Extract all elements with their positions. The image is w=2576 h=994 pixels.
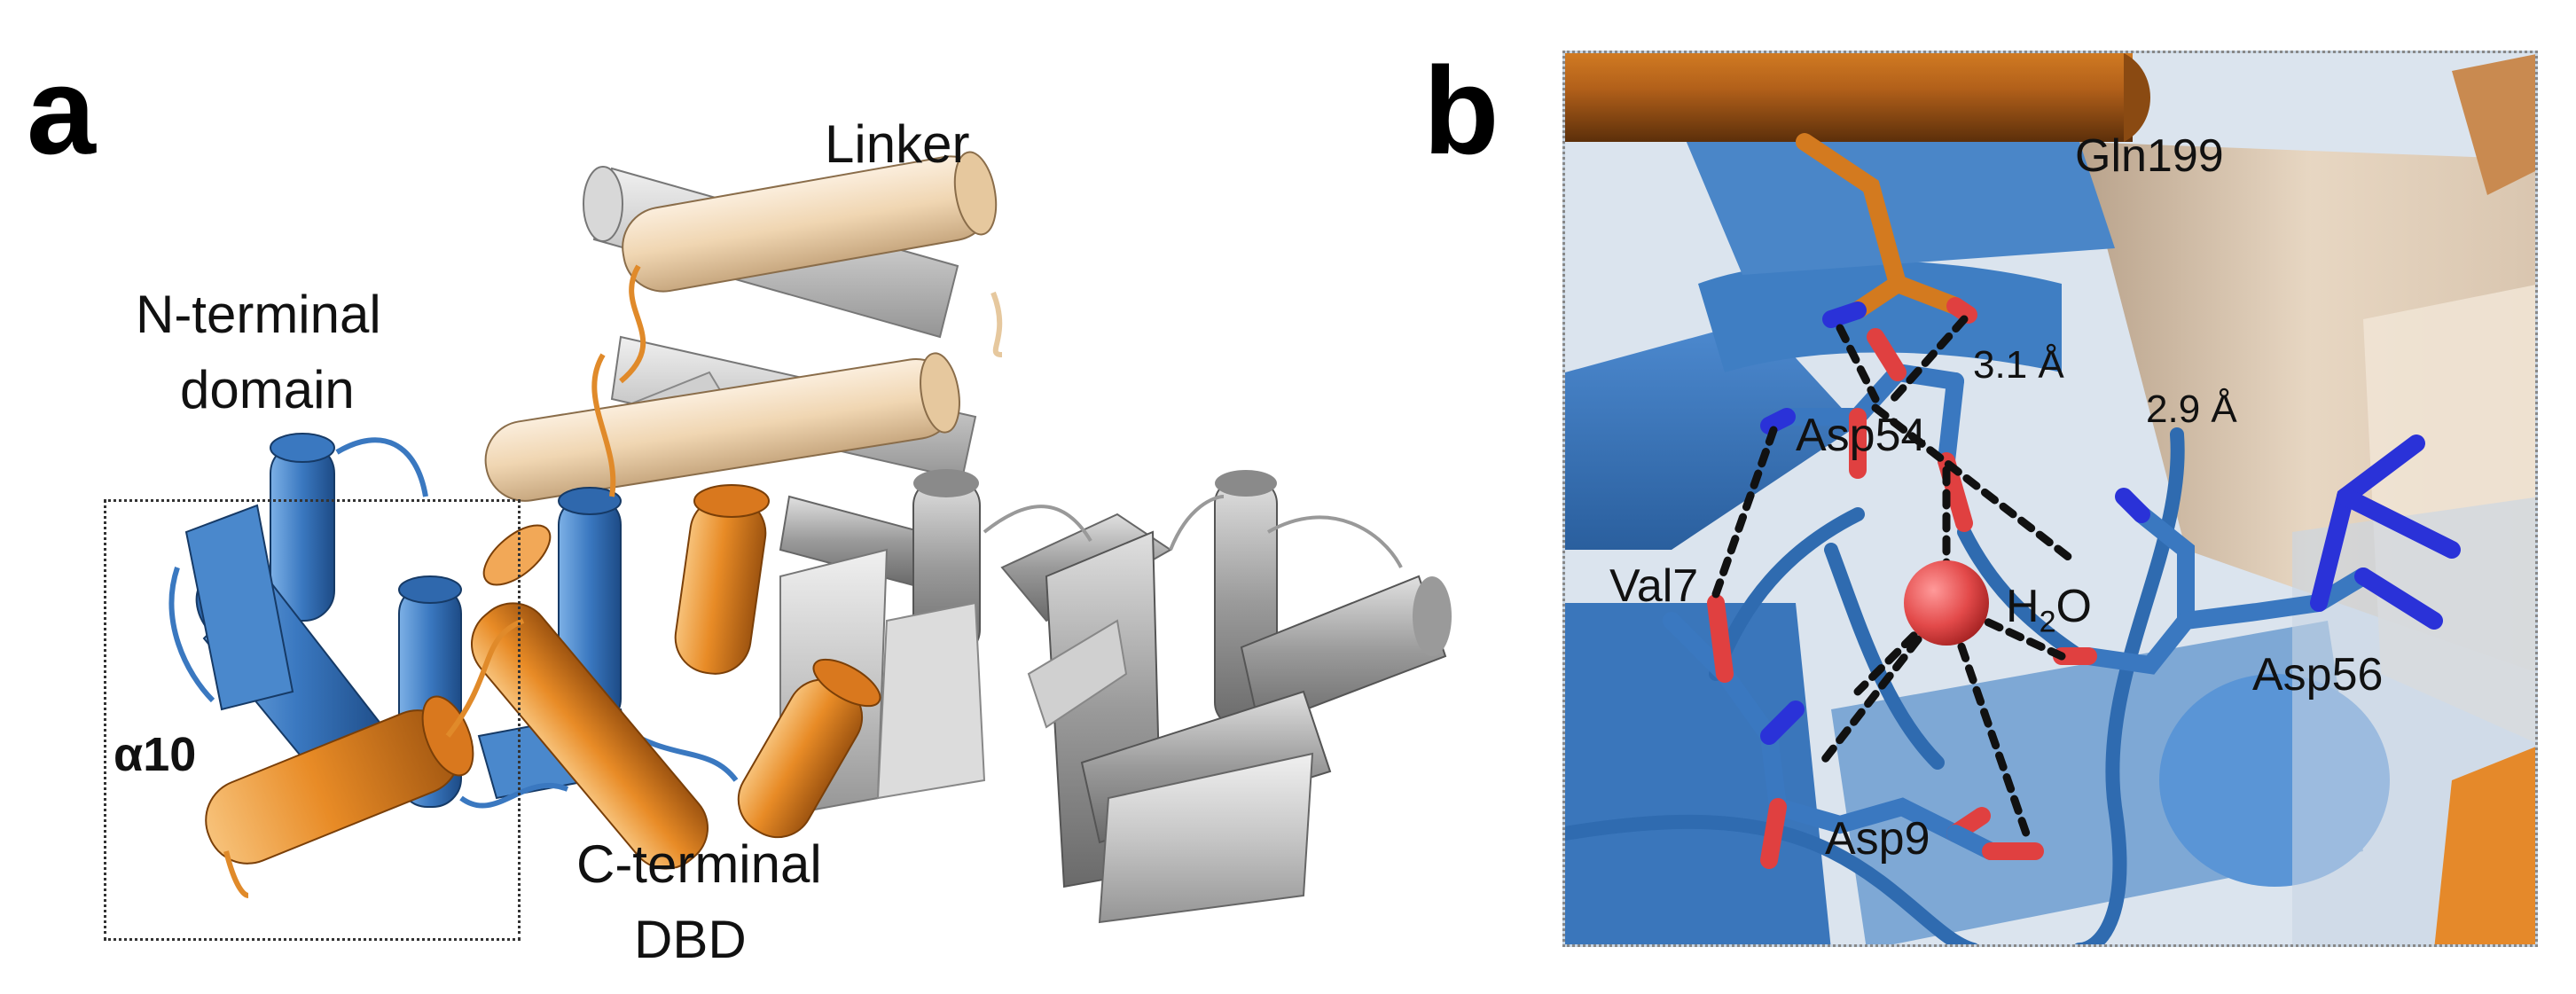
panel-letter-a: a — [27, 41, 96, 180]
water-molecule — [1904, 560, 1989, 646]
label-c-terminal-line1: C-terminal — [576, 834, 822, 894]
label-c-terminal-line2: DBD — [634, 910, 747, 969]
distance-3-1: 3.1 Å — [1973, 343, 2064, 387]
zoom-selection-box — [104, 499, 521, 941]
active-site-zoom — [1562, 51, 2538, 947]
label-val7: Val7 — [1609, 560, 1699, 612]
water-sub: 2 — [2039, 605, 2056, 639]
panel-a: a — [27, 41, 1452, 969]
distance-2-9: 2.9 Å — [2146, 387, 2237, 431]
protein-structure-a — [168, 151, 1452, 924]
linker-helices — [484, 151, 1003, 502]
label-alpha10: α10 — [114, 728, 197, 781]
label-gln199: Gln199 — [2075, 130, 2224, 182]
label-asp9: Asp9 — [1825, 813, 1930, 865]
label-n-terminal-line1: N-terminal — [136, 285, 381, 344]
label-asp56: Asp56 — [2252, 649, 2384, 700]
label-linker: Linker — [825, 114, 970, 174]
partner-subunit — [575, 166, 1452, 924]
panel-letter-b: b — [1423, 41, 1499, 180]
label-water: H2O — [2006, 583, 2092, 637]
active-site-structure — [1565, 53, 2535, 944]
label-asp54: Asp54 — [1796, 410, 1927, 461]
water-o: O — [2055, 581, 2092, 632]
c-terminal-dbd — [205, 353, 881, 898]
water-h: H — [2006, 581, 2040, 632]
label-n-terminal-line2: domain — [180, 360, 355, 419]
